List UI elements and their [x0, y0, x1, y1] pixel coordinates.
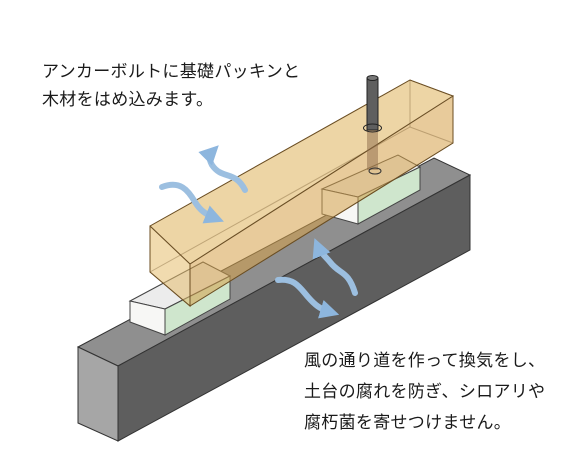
bolt-top [366, 75, 379, 81]
airflow-arrow-up-left [198, 145, 248, 193]
bolt-hole-packing [368, 167, 382, 175]
caption-bottom-line-1: 風の通り道を作って換気をし、 [304, 351, 546, 371]
sill-hidden-edges [149, 126, 454, 273]
bolt-hole-top [363, 123, 382, 133]
caption-bottom-line-2: 土台の腐れを防ぎ、シロアリや [304, 382, 546, 402]
caption-top-line-1: アンカーボルトに基礎パッキンと [42, 62, 301, 82]
caption-top: アンカーボルトに基礎パッキンと 木材をはめ込みます。 [42, 58, 300, 114]
airflow-arrow-under-left [312, 238, 358, 296]
airflow-arrow-under-right [275, 276, 340, 319]
bolt-shaft [366, 77, 379, 131]
caption-bottom: 風の通り道を作って換気をし、 土台の腐れを防ぎ、シロアリや 腐朽菌を寄せつけませ… [304, 346, 545, 439]
bolt-shaft-inside [367, 128, 378, 170]
wood-sill-edges [149, 79, 455, 308]
anchor-bolt [363, 75, 382, 175]
airflow-arrows [159, 145, 358, 319]
caption-top-line-2: 木材をはめ込みます。 [42, 90, 214, 110]
airflow-arrow-into-sill [159, 181, 224, 224]
caption-bottom-line-3: 腐朽菌を寄せつけません。 [304, 413, 512, 433]
packing-right-side [357, 166, 421, 225]
foundation-side-face [117, 174, 471, 442]
